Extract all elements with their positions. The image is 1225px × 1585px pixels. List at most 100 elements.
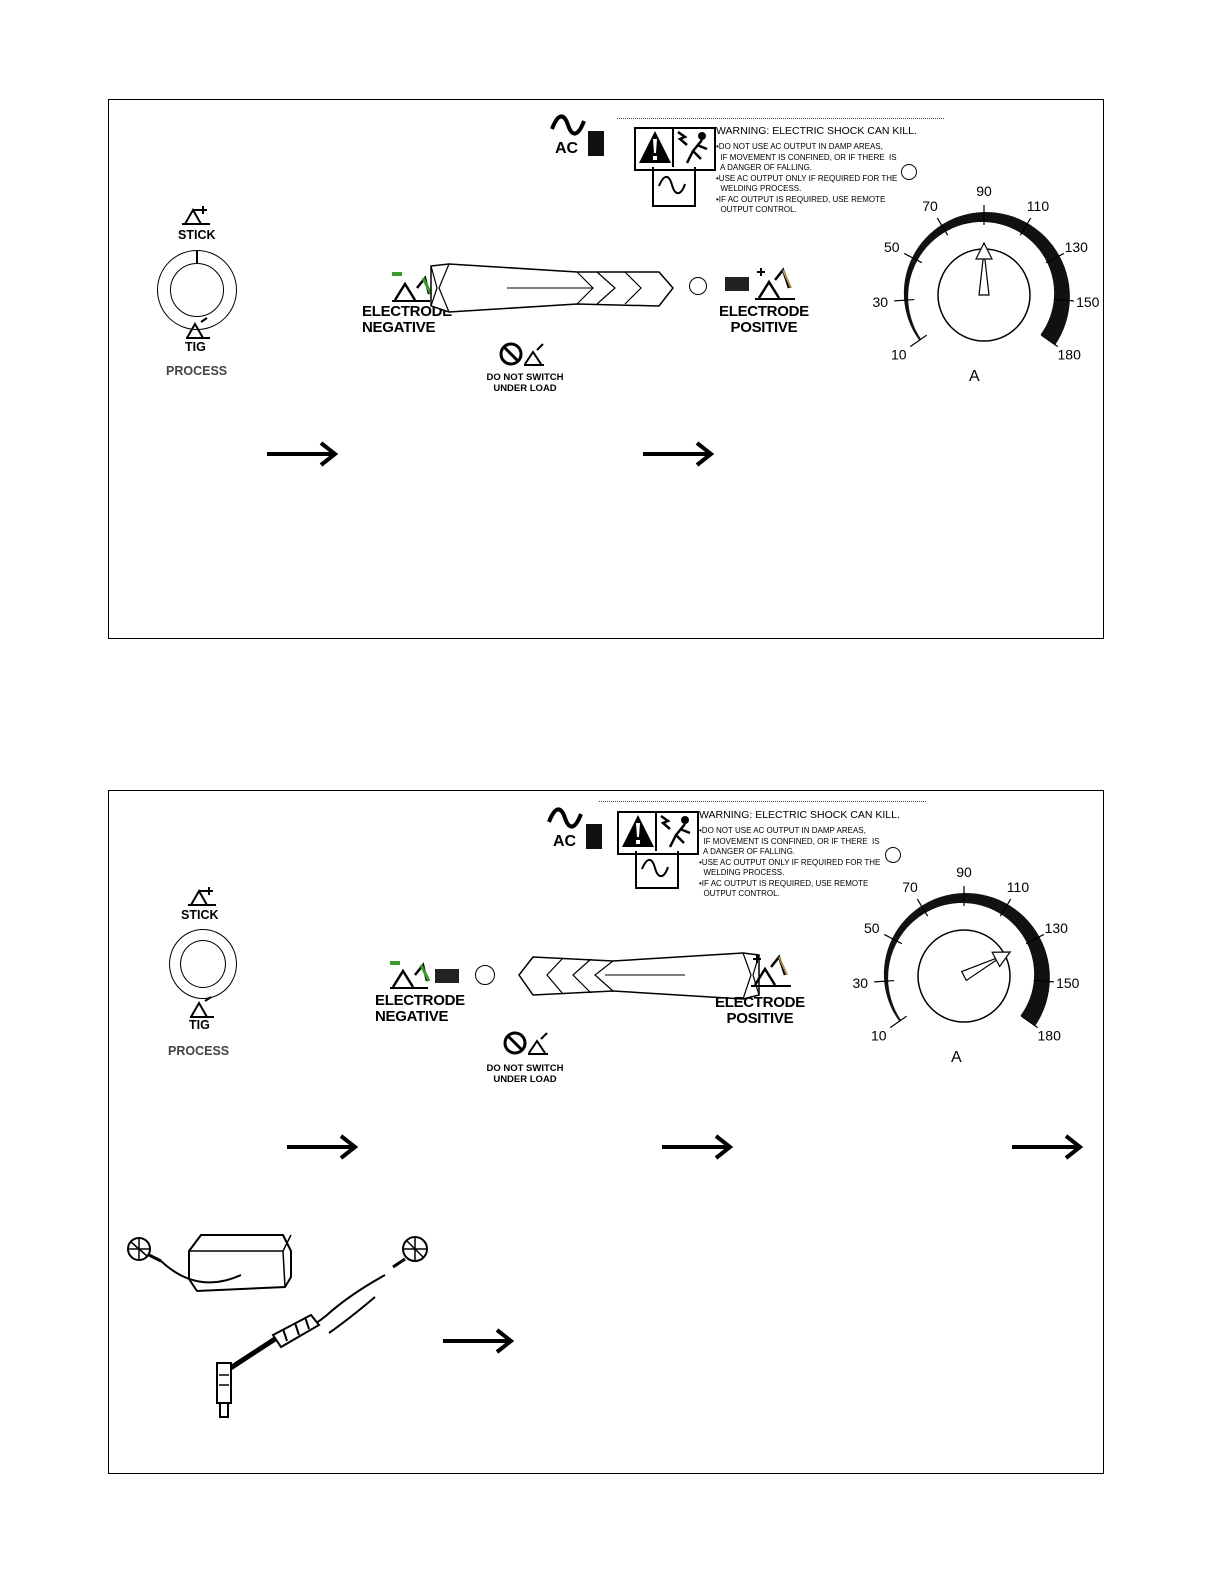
panel-1: AC WARNING: ELECTRIC SHOCK CAN KILL. •DO…: [108, 99, 1104, 639]
arrow-right-icon: [443, 1328, 515, 1354]
dial-tick: [909, 334, 928, 348]
divider-line: [617, 118, 944, 119]
electrode-negative-icon: [392, 272, 433, 302]
dial-tick-label: 70: [922, 198, 938, 214]
dial-pointer-head: [975, 241, 993, 260]
dial-tick: [1019, 217, 1032, 236]
dial-tick: [1025, 933, 1045, 945]
ac-sine-icon: [550, 114, 586, 136]
ac-indicator-light: [588, 131, 604, 156]
tig-torch-icon: [190, 996, 214, 1018]
electrode-positive-label: ELECTRODE POSITIVE: [719, 303, 809, 336]
electrode-positive-icon: [751, 954, 791, 987]
warning-triangle-icon: [639, 131, 671, 163]
dial-tick-label: 150: [1056, 975, 1080, 991]
ac-indicator-light: [586, 824, 602, 849]
process-tig-label: TIG: [189, 1018, 210, 1032]
dial-tick-label: 180: [1038, 1028, 1062, 1044]
dial-tick-label: 50: [864, 920, 880, 936]
dial-tick: [894, 298, 915, 302]
dial-pointer: [960, 955, 1004, 982]
electrode-negative-label: ELECTRODE NEGATIVE: [362, 303, 452, 336]
polarity-indicator-light: [689, 277, 707, 295]
warning-triangle-icon: [622, 815, 654, 847]
tig-torch-assembly-icon: [216, 1236, 428, 1418]
electrode-negative-icon: [390, 961, 431, 989]
dial-scale-band: [903, 212, 1070, 345]
dial-tick: [1045, 252, 1065, 264]
dial-tick: [1040, 334, 1059, 348]
ac-label: AC: [555, 140, 579, 157]
polarity-switch-lever[interactable]: [427, 260, 675, 313]
warning-pictogram-box: [634, 127, 716, 171]
ac-pictogram-box: [652, 167, 696, 207]
negative-indicator-light: [435, 969, 459, 983]
arrow-right-icon: [662, 1134, 734, 1160]
dial-tick: [883, 933, 903, 945]
dial-tick-label: 130: [1045, 920, 1069, 936]
warning-title: WARNING: ELECTRIC SHOCK CAN KILL.: [716, 125, 917, 137]
process-tig-label: TIG: [185, 340, 206, 354]
divider-line: [599, 801, 926, 802]
dial-pointer: [978, 250, 990, 296]
warning-title: WARNING: ELECTRIC SHOCK CAN KILL.: [699, 809, 900, 821]
dial-tick: [999, 898, 1012, 917]
electric-shock-icon: [677, 130, 708, 164]
electrode-negative-label: ELECTRODE NEGATIVE: [375, 992, 465, 1025]
dial-tick: [916, 898, 929, 917]
dial-tick-label: 90: [956, 864, 972, 880]
process-stick-label: STICK: [178, 228, 216, 242]
dial-pointer-head: [991, 951, 1012, 968]
ac-sine-icon: [547, 807, 583, 829]
warning-text: •DO NOT USE AC OUTPUT IN DAMP AREAS, IF …: [716, 142, 898, 214]
process-label: PROCESS: [168, 1044, 230, 1058]
positive-indicator-light: [725, 277, 749, 291]
process-label: PROCESS: [166, 364, 228, 378]
dial-tick: [903, 252, 923, 264]
dial-tick: [874, 979, 895, 983]
stick-electrode-icon: [188, 887, 216, 906]
ac-sine-small-icon: [641, 858, 669, 878]
dial-tick-label: 50: [884, 239, 900, 255]
tig-torch-icon: [186, 317, 210, 339]
ac-sine-small-icon: [658, 175, 686, 195]
dial-scale-band: [883, 893, 1050, 1026]
dial-tick-label: 110: [1007, 879, 1030, 895]
dial-tick-label: 90: [976, 183, 992, 199]
dial-tick-label: 30: [852, 975, 868, 991]
dial-tick-label: 30: [872, 294, 888, 310]
dial-tick-label: 180: [1058, 347, 1082, 363]
dial-tick: [1053, 298, 1074, 302]
switch-note: DO NOT SWITCH UNDER LOAD: [486, 1063, 564, 1085]
switch-note: DO NOT SWITCH UNDER LOAD: [486, 372, 564, 394]
polarity-switch-lever[interactable]: [515, 945, 765, 1003]
ac-label: AC: [553, 833, 577, 850]
dial-unit: A: [969, 368, 980, 385]
arrow-right-icon: [643, 441, 715, 467]
dial-tick-label: 150: [1076, 294, 1100, 310]
process-stick-label: STICK: [181, 908, 219, 922]
electrode-positive-icon: [755, 267, 795, 300]
dial-tick-label: 70: [902, 879, 918, 895]
stick-electrode-icon: [182, 206, 210, 225]
dial-tick-label: 10: [871, 1028, 887, 1044]
remote-indicator-light: [901, 164, 917, 180]
ac-pictogram-box: [635, 851, 679, 889]
arrow-right-icon: [267, 441, 339, 467]
electrode-positive-label: ELECTRODE POSITIVE: [715, 994, 805, 1027]
dial-tick-label: 130: [1065, 239, 1089, 255]
remote-indicator-light: [885, 847, 901, 863]
panel-2: AC WARNING: ELECTRIC SHOCK CAN KILL. •DO…: [108, 790, 1104, 1474]
arrow-right-icon: [287, 1134, 359, 1160]
dial-tick-label: 110: [1027, 198, 1050, 214]
no-switch-under-load-icon: [499, 342, 544, 366]
dial-tick: [1033, 979, 1054, 983]
process-selector-knob[interactable]: [169, 929, 237, 999]
dial-tick: [936, 217, 949, 236]
amperage-dial[interactable]: 10 30 50 70 90 110 130 150 180: [852, 864, 1079, 1081]
foot-pedal-icon: [127, 1234, 292, 1293]
warning-pictogram-box: [617, 811, 699, 855]
electric-shock-icon: [660, 814, 691, 848]
dial-tick: [889, 1015, 908, 1029]
